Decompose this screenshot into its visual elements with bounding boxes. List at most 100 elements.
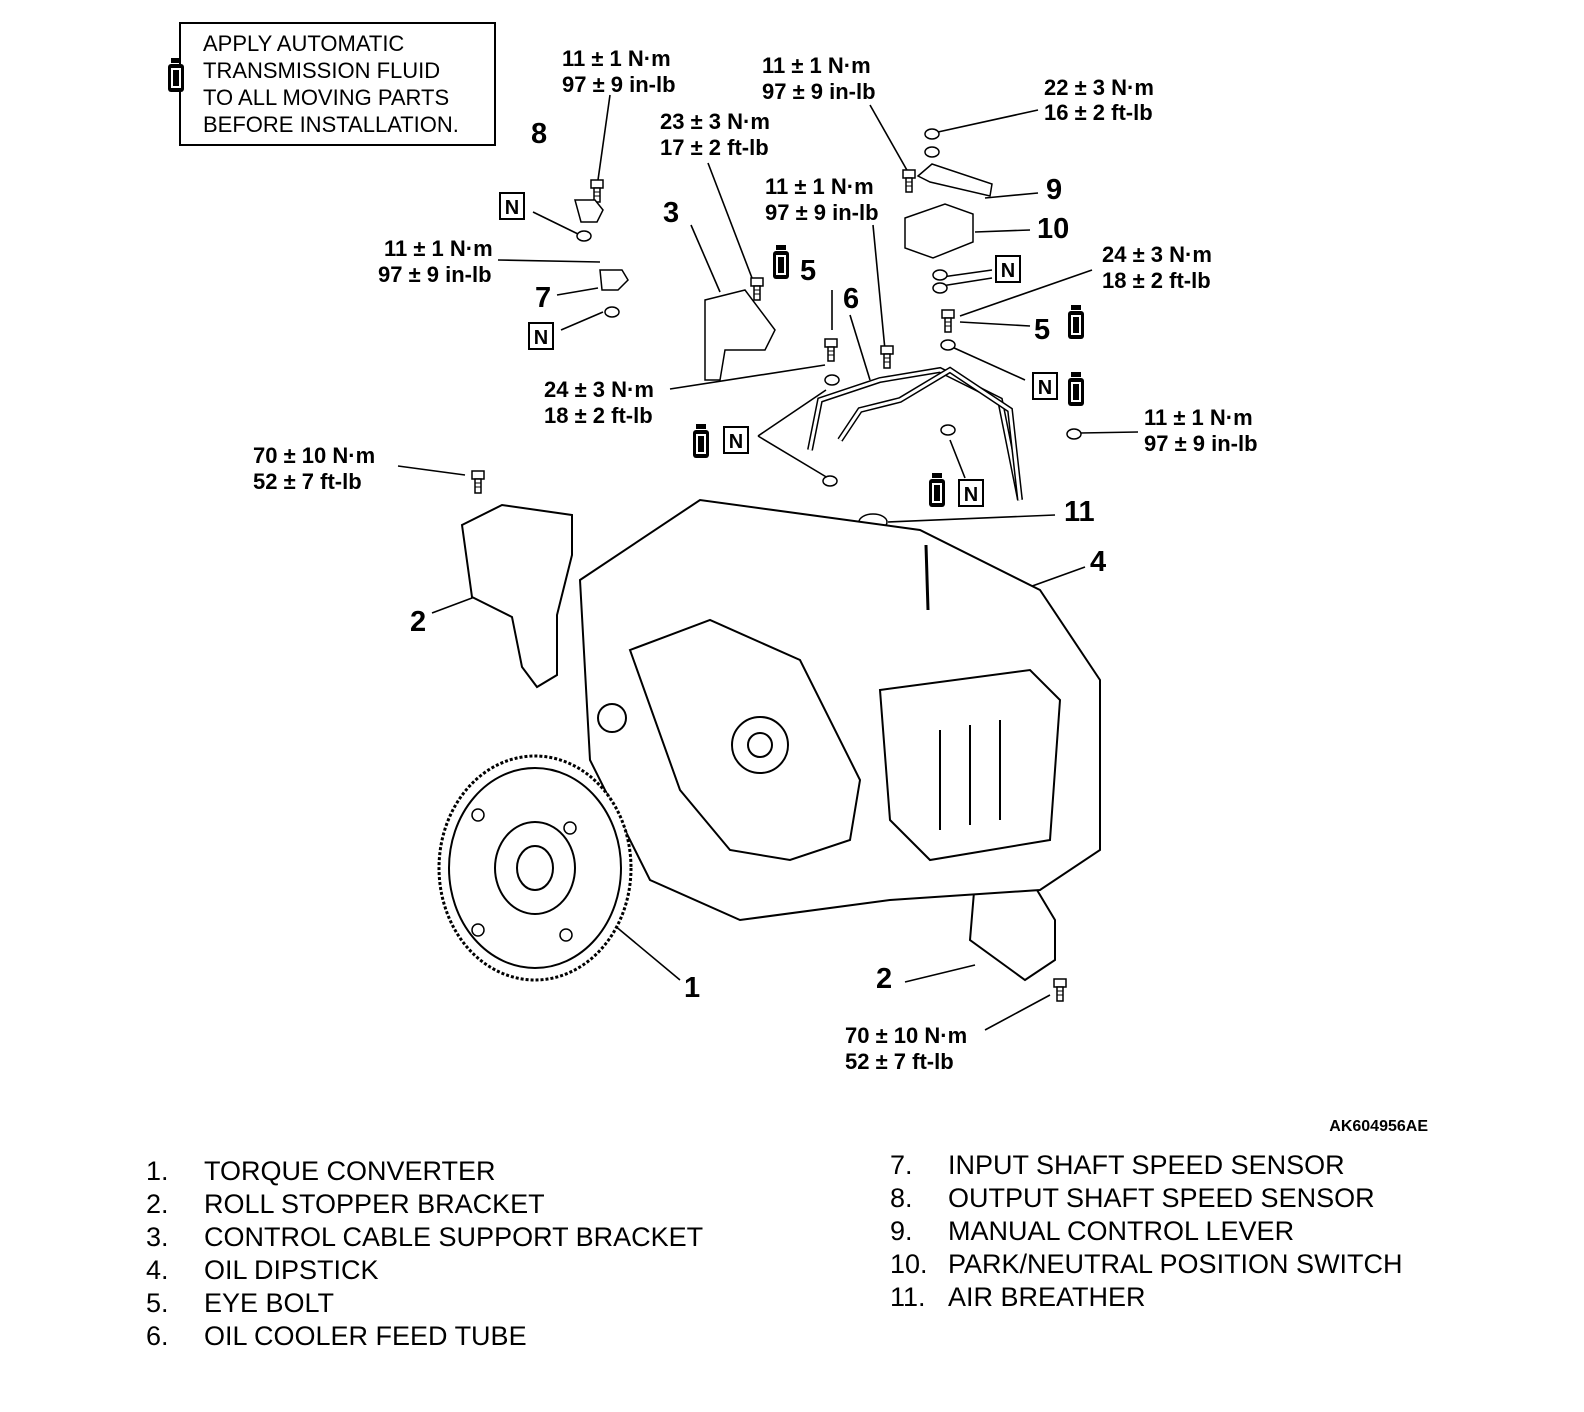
- legend-label: AIR BREATHER: [948, 1282, 1146, 1312]
- leader-lines: [397, 94, 1139, 1031]
- legend-label: PARK/NEUTRAL POSITION SWITCH: [948, 1249, 1403, 1279]
- callout-number: 1: [684, 972, 700, 1004]
- replace-mark-n: [528, 322, 554, 350]
- legend-label: OIL DIPSTICK: [204, 1255, 379, 1285]
- torque-metric: 24 ± 3 N·m: [544, 377, 654, 402]
- torque-metric: 70 ± 10 N·m: [845, 1023, 967, 1048]
- torque-spec: 22 ± 3 N·m 16 ± 2 ft-lb: [1044, 75, 1154, 125]
- legend-item: 8. OUTPUT SHAFT SPEED SENSOR: [890, 1182, 1375, 1215]
- replace-mark-n: [723, 426, 749, 454]
- legend-number: 2.: [146, 1189, 169, 1219]
- atf-note-box: APPLY AUTOMATIC TRANSMISSION FLUID TO AL…: [168, 22, 496, 146]
- legend-item: 10. PARK/NEUTRAL POSITION SWITCH: [890, 1248, 1403, 1281]
- atf-bottle-icon: [1068, 305, 1084, 339]
- torque-spec: 70 ± 10 N·m 52 ± 7 ft-lb: [253, 443, 375, 494]
- torque-imperial: 17 ± 2 ft-lb: [660, 135, 769, 160]
- legend-number: 9.: [890, 1216, 913, 1246]
- output-speed-sensor-shape: [574, 199, 604, 223]
- torque-imperial: 97 ± 9 in-lb: [378, 262, 492, 287]
- note-line: APPLY AUTOMATIC: [203, 31, 404, 56]
- input-speed-sensor-shape: [599, 269, 629, 291]
- atf-bottle-icon: [929, 473, 945, 507]
- legend-number: 5.: [146, 1288, 169, 1318]
- callout-number: 10: [1037, 213, 1069, 245]
- torque-imperial: 97 ± 9 in-lb: [1144, 431, 1258, 456]
- legend-item: 3. CONTROL CABLE SUPPORT BRACKET: [146, 1221, 703, 1254]
- torque-metric: 11 ± 1 N·m: [1144, 405, 1253, 430]
- legend-number: 8.: [890, 1183, 913, 1213]
- torque-metric: 11 ± 1 N·m: [762, 53, 871, 78]
- torque-converter: [437, 754, 633, 982]
- torque-spec: 11 ± 1 N·m 97 ± 9 in-lb: [765, 174, 879, 225]
- legend-item: 1. TORQUE CONVERTER: [146, 1155, 496, 1188]
- torque-metric: 22 ± 3 N·m: [1044, 75, 1154, 100]
- replace-mark-n: [499, 192, 525, 220]
- torque-spec: 11 ± 1 N·m 97 ± 9 in-lb: [1144, 405, 1258, 456]
- callout-number: 5: [1034, 314, 1050, 346]
- torque-imperial: 97 ± 9 in-lb: [762, 79, 876, 104]
- torque-imperial: 97 ± 9 in-lb: [562, 72, 676, 97]
- torque-imperial: 97 ± 9 in-lb: [765, 200, 879, 225]
- legend-label: MANUAL CONTROL LEVER: [948, 1216, 1295, 1246]
- torque-spec: 11 ± 1 N·m 97 ± 9 in-lb: [762, 53, 876, 104]
- transaxle-body: [578, 498, 1101, 922]
- legend-number: 1.: [146, 1156, 169, 1186]
- callout-number: 8: [531, 118, 547, 150]
- legend-item: 5. EYE BOLT: [146, 1287, 334, 1320]
- legend-item: 9. MANUAL CONTROL LEVER: [890, 1215, 1294, 1248]
- legend-label: CONTROL CABLE SUPPORT BRACKET: [204, 1222, 704, 1252]
- note-line: TRANSMISSION FLUID: [203, 58, 440, 83]
- legend-number: 3.: [146, 1222, 169, 1252]
- legend-number: 10.: [890, 1249, 928, 1279]
- figure-code: AK604956AE: [1329, 1118, 1428, 1135]
- small-parts: [471, 128, 1082, 1002]
- torque-imperial: 16 ± 2 ft-lb: [1044, 100, 1153, 125]
- atf-bottle-icon: [693, 424, 709, 458]
- atf-bottle-icon: [1068, 372, 1084, 406]
- pn-switch-shape: [904, 203, 974, 259]
- callout-number: 11: [1064, 496, 1095, 528]
- callout-number: 9: [1046, 174, 1062, 206]
- manual-lever-shape: [916, 163, 993, 197]
- torque-metric: 24 ± 3 N·m: [1102, 242, 1212, 267]
- torque-metric: 70 ± 10 N·m: [253, 443, 375, 468]
- note-line: BEFORE INSTALLATION.: [203, 112, 459, 137]
- replace-mark-n: [1032, 372, 1058, 400]
- legend-item: 7. INPUT SHAFT SPEED SENSOR: [890, 1149, 1345, 1182]
- torque-spec: 24 ± 3 N·m 18 ± 2 ft-lb: [544, 377, 654, 428]
- replace-mark-n: [958, 479, 984, 507]
- legend-number: 4.: [146, 1255, 169, 1285]
- legend-label: EYE BOLT: [204, 1288, 335, 1318]
- torque-metric: 23 ± 3 N·m: [660, 109, 770, 134]
- callout-number: 6: [843, 283, 859, 315]
- torque-imperial: 52 ± 7 ft-lb: [253, 469, 362, 494]
- legend-label: TORQUE CONVERTER: [204, 1156, 496, 1186]
- torque-metric: 11 ± 1 N·m: [562, 46, 671, 71]
- legend-number: 7.: [890, 1150, 913, 1180]
- callout-number: 2: [876, 963, 892, 995]
- legend-label: INPUT SHAFT SPEED SENSOR: [948, 1150, 1345, 1180]
- roll-stopper-bracket-upper: [460, 503, 573, 689]
- legend-label: OIL COOLER FEED TUBE: [204, 1321, 527, 1351]
- legend-label: OUTPUT SHAFT SPEED SENSOR: [948, 1183, 1375, 1213]
- callout-number: 7: [535, 282, 551, 314]
- torque-spec: 70 ± 10 N·m 52 ± 7 ft-lb: [845, 1023, 967, 1074]
- support-bracket-shape: [704, 289, 776, 381]
- torque-metric: 11 ± 1 N·m: [765, 174, 874, 199]
- legend-item: 4. OIL DIPSTICK: [146, 1254, 379, 1287]
- legend-item: 2. ROLL STOPPER BRACKET: [146, 1188, 545, 1221]
- note-line: TO ALL MOVING PARTS: [203, 85, 449, 110]
- torque-metric: 11 ± 1 N·m: [384, 236, 493, 261]
- legend-number: 11.: [890, 1282, 926, 1312]
- atf-bottle-icon: [773, 245, 789, 279]
- legend-label: ROLL STOPPER BRACKET: [204, 1189, 545, 1219]
- torque-imperial: 18 ± 2 ft-lb: [1102, 268, 1211, 293]
- torque-spec: 23 ± 3 N·m 17 ± 2 ft-lb: [660, 109, 770, 160]
- torque-spec: 24 ± 3 N·m 18 ± 2 ft-lb: [1102, 242, 1212, 293]
- callout-number: 5: [800, 255, 816, 287]
- torque-spec: 11 ± 1 N·m 97 ± 9 in-lb: [378, 236, 493, 287]
- legend-number: 6.: [146, 1321, 169, 1351]
- replace-mark-n: [995, 255, 1021, 283]
